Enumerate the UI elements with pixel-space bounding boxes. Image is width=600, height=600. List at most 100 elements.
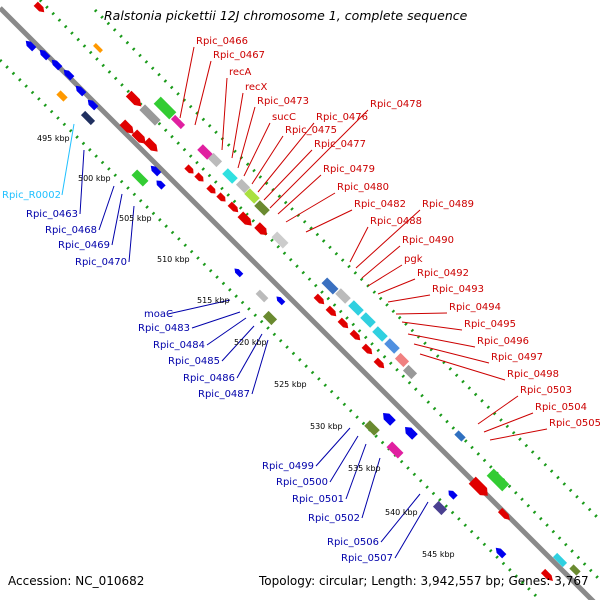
gene-rect [386, 441, 404, 459]
gene-block [349, 329, 361, 341]
tick-label: 535 kbp [348, 464, 381, 473]
gene-label-forward: Rpic_0504 [535, 402, 587, 413]
gene-arrow-forward [194, 172, 204, 182]
gene-block [119, 119, 134, 134]
gene-label-forward: Rpic_0493 [432, 284, 484, 295]
map-title: Ralstonia pickettii 12J chromosome 1, co… [104, 8, 468, 23]
leader-line [395, 312, 448, 315]
gene-block [216, 192, 226, 202]
leader-line [477, 395, 519, 425]
leader-line [167, 299, 231, 315]
gene-block [235, 178, 251, 194]
topology-text: Topology: circular; Length: 3,942,557 bp… [259, 574, 589, 588]
gene-label-forward: Rpic_0476 [316, 112, 368, 123]
leader-line [257, 122, 315, 193]
gene-arrow-forward [540, 568, 553, 581]
gene-arrow-forward [206, 184, 216, 194]
gene-label-reverse: Rpic_0507 [341, 553, 393, 564]
gene-block [131, 129, 146, 144]
gene-block [384, 338, 400, 354]
leader-line [380, 493, 421, 543]
gene-block [262, 310, 278, 326]
gene-label-forward: Rpic_0498 [507, 369, 559, 380]
gene-label-reverse: Rpic_0483 [138, 323, 190, 334]
gene-label-reverse: Rpic_0470 [75, 257, 127, 268]
gene-block [364, 420, 380, 436]
gene-arrow-forward [125, 90, 142, 107]
leader-line [277, 174, 322, 215]
gene-rect [56, 90, 68, 102]
leader-line [419, 353, 506, 381]
gene-block [80, 110, 96, 126]
gene-rect [321, 277, 339, 295]
leader-line [315, 427, 351, 467]
gene-label-forward: Rpic_0490 [402, 235, 454, 246]
gene-block [271, 231, 289, 249]
leader-line [483, 412, 534, 433]
gene-rect [486, 468, 510, 492]
gene-arrow-forward [227, 201, 239, 213]
track-outer-2 [93, 8, 600, 522]
gene-label-forward: sucC [272, 112, 296, 123]
leader-line [489, 428, 548, 441]
leader-line [221, 77, 228, 151]
gene-block [373, 357, 385, 369]
gene-label-reverse: Rpic_0469 [58, 240, 110, 251]
gene-block [386, 441, 404, 459]
gene-rect [372, 326, 388, 342]
gene-label-forward: Rpic_0489 [422, 199, 474, 210]
gene-block [139, 104, 161, 126]
gene-arrow-forward [361, 343, 373, 355]
gene-arrow-forward [349, 329, 361, 341]
gene-label-forward: Rpic_0505 [549, 418, 600, 429]
leader-line [237, 106, 256, 169]
gene-block [348, 300, 364, 316]
gene-label-forward: Rpic_0494 [449, 302, 501, 313]
gene-label-forward: Rpic_0503 [520, 385, 572, 396]
gene-rect [384, 338, 400, 354]
gene-label-reverse: Rpic_0487 [198, 389, 250, 400]
gene-block [184, 164, 194, 174]
gene-arrow-reverse [234, 268, 244, 278]
gene-block [313, 293, 325, 305]
gene-label-reverse: Rpic_0463 [26, 209, 78, 220]
gene-rect [348, 300, 364, 316]
leader-line [251, 339, 269, 395]
leader-line [191, 311, 241, 329]
tick-label: 540 kbp [385, 508, 418, 517]
leader-line [251, 135, 284, 185]
gene-block [448, 490, 458, 500]
gene-block [552, 552, 568, 568]
gene-arrow-forward [131, 129, 146, 144]
leader-line [236, 333, 263, 379]
gene-block [432, 500, 448, 516]
gene-block [39, 49, 51, 61]
gene-arrow-forward [254, 222, 267, 235]
gene-arrow-reverse [25, 40, 37, 52]
gene-block [394, 352, 410, 368]
gene-block [325, 305, 337, 317]
gene-rect [335, 288, 351, 304]
gene-label-forward: Rpic_0495 [464, 319, 516, 330]
leader-line [361, 457, 381, 519]
gene-label-forward: Rpic_0492 [417, 268, 469, 279]
gene-rect [80, 110, 96, 126]
gene-arrow-forward [373, 357, 385, 369]
gene-label-forward: recX [245, 82, 268, 93]
tick-label: 505 kbp [119, 214, 152, 223]
gene-arrow-reverse [276, 296, 286, 306]
leader-line [231, 92, 244, 159]
leader-line [111, 193, 123, 246]
gene-block [372, 326, 388, 342]
gene-block [56, 90, 68, 102]
gene-label-forward: Rpic_0482 [354, 199, 406, 210]
gene-block [25, 40, 37, 52]
leader-line [269, 109, 369, 209]
gene-rect [454, 430, 466, 442]
gene-arrow-reverse [405, 427, 418, 440]
gene-block [255, 289, 269, 303]
leader-line [377, 278, 416, 295]
leader-line [361, 245, 401, 279]
gene-label-forward: Rpic_0475 [285, 125, 337, 136]
